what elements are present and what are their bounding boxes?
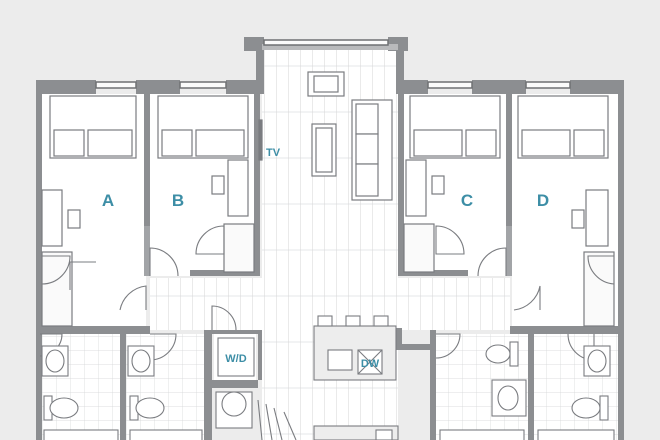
stool-3 [373, 315, 389, 327]
room-label-c: C [461, 191, 473, 210]
coffee-table-inner [315, 127, 333, 173]
toilet-c [485, 341, 519, 367]
closet-d [583, 251, 615, 327]
washer-dryer-label: W/D [225, 353, 246, 365]
toilet-b [129, 395, 165, 421]
windows [95, 39, 571, 89]
closet-b [223, 223, 255, 273]
tv-console [258, 119, 263, 161]
stool-2 [345, 315, 361, 327]
sink-d [583, 345, 611, 377]
desk-d [585, 189, 609, 247]
bed-b [157, 95, 249, 159]
stool-1 [317, 315, 333, 327]
armchair-seat [313, 75, 339, 93]
tub-b [129, 429, 203, 440]
bathroom-fixtures [41, 337, 615, 440]
sofa [351, 99, 393, 201]
chair-b [211, 175, 225, 195]
washer-dryer-unit [217, 337, 255, 377]
dishwasher-x [357, 349, 383, 375]
desk-c [405, 159, 427, 217]
furniture [41, 71, 615, 327]
desk-b [227, 159, 249, 217]
kitchen [257, 315, 399, 440]
tv-label: TV [266, 147, 281, 159]
closet-c [403, 223, 435, 273]
desk-a [41, 189, 63, 247]
room-label-a: A [102, 191, 114, 210]
hall-right-floor [398, 278, 510, 330]
tub-a [43, 429, 119, 440]
chair-d [571, 209, 585, 229]
toilet-d [571, 395, 609, 421]
dishwasher-label: DW [361, 358, 380, 370]
sink-a [41, 345, 69, 377]
sink-c [491, 379, 527, 417]
walls [36, 37, 624, 440]
room-label-d: D [537, 191, 549, 210]
closet-a [41, 251, 73, 327]
water-heater [215, 391, 253, 429]
bed-c [409, 95, 501, 159]
kitchen-island [313, 325, 397, 381]
toilet-a [43, 395, 79, 421]
sink-b [127, 345, 155, 377]
hall-left-floor [150, 278, 262, 330]
chair-c [431, 175, 445, 195]
bed-d [517, 95, 609, 159]
stair-hint [257, 399, 297, 440]
tub-d [537, 429, 615, 440]
bed-a [49, 95, 137, 159]
kitchen-sink [327, 349, 353, 371]
range [375, 429, 393, 440]
chair-a [67, 209, 81, 229]
room-label-b: B [172, 191, 184, 210]
tub-c [439, 429, 525, 440]
